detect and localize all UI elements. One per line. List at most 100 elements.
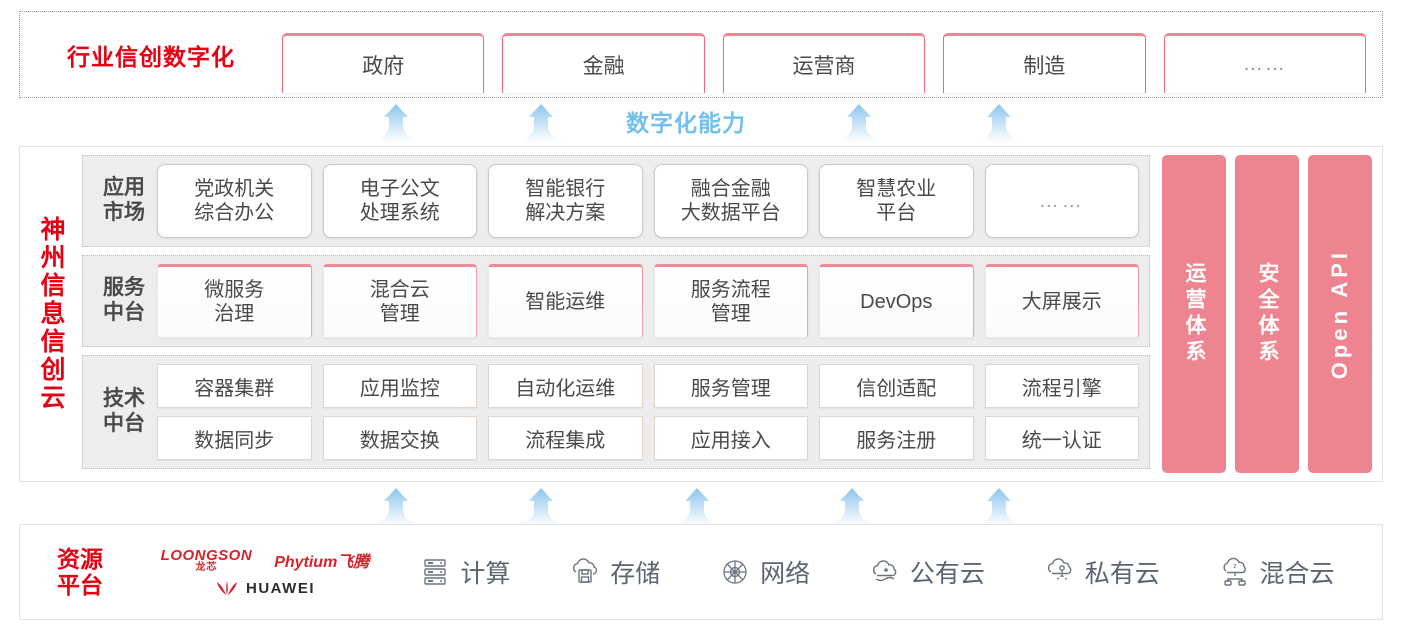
up-arrow-icon [836, 104, 882, 142]
public-cloud-icon [869, 556, 901, 588]
layer-application-market: 应用 市场 党政机关 综合办公 电子公文 [82, 155, 1150, 247]
industry-card-manufacturing[interactable]: 制造 [943, 33, 1146, 93]
industry-card-finance[interactable]: 金融 [502, 33, 705, 93]
up-arrow-icon [373, 104, 419, 142]
layer-label-line2: 市场 [103, 201, 145, 224]
industry-card-telecom[interactable]: 运营商 [722, 33, 926, 93]
tech-card-data-sync[interactable]: 数据同步 [157, 416, 312, 460]
resource-platform-title: 资源 平台 [20, 546, 140, 599]
layer-service-platform: 服务 中台 微服务 治理 混合云 管 [82, 255, 1150, 347]
capability-arrow-band-top: 数字化能力 [0, 100, 1402, 142]
app-card-line1: 智慧农业 [856, 178, 937, 200]
app-card-line1: 党政机关 [194, 178, 275, 200]
app-card-finance-bigdata[interactable]: 融合金融 大数据平台 [653, 164, 808, 238]
resource-arrow-band [0, 484, 1402, 526]
service-card-intelligent-ops[interactable]: 智能运维 [488, 264, 643, 338]
tech-card-unified-auth[interactable]: 统一认证 [984, 416, 1139, 460]
loongson-logo: LOONGSON 龙芯 [161, 548, 253, 573]
layer-stack: 应用 市场 党政机关 综合办公 电子公文 [82, 155, 1150, 473]
up-arrow-icon [518, 104, 564, 142]
service-card-list: 微服务 治理 混合云 管理 智能运维 [157, 264, 1139, 338]
tech-card-service-management[interactable]: 服务管理 [653, 364, 808, 408]
app-card-smart-agriculture[interactable]: 智慧农业 平台 [819, 164, 974, 238]
side-bar-security-system[interactable]: 安全体系 [1235, 155, 1299, 473]
resource-title-line2: 平台 [57, 572, 103, 598]
resource-item-private-cloud[interactable]: 私有云 [1044, 554, 1160, 590]
technology-card-grid: 容器集群 应用监控 自动化运维 服务管理 信创适配 流程引擎 数据同步 数据交换… [157, 364, 1139, 460]
resource-item-list: 计算 存储 [390, 554, 1382, 590]
layer-label-line2: 中台 [103, 301, 145, 324]
app-card-line2: 解决方案 [525, 202, 606, 224]
service-card-hybrid-cloud-management[interactable]: 混合云 管理 [322, 264, 477, 338]
up-arrow-icon [373, 488, 419, 526]
tech-card-process-integration[interactable]: 流程集成 [488, 416, 643, 460]
tech-card-app-monitoring[interactable]: 应用监控 [322, 364, 477, 408]
cloud-platform-panel: 神州信息信创云 应用 市场 党政机关 综合办公 [19, 146, 1383, 482]
service-card-line1: 微服务 [204, 279, 265, 301]
layer-label-line1: 应用 [103, 176, 145, 200]
resource-item-label: 公有云 [909, 560, 985, 588]
side-bar-operations-system[interactable]: 运营体系 [1162, 155, 1226, 473]
industry-band: 行业信创数字化 政府 金融 运营商 制造 …… [19, 11, 1383, 98]
layer-label-line1: 服务 [103, 276, 145, 300]
industry-card-government[interactable]: 政府 [282, 33, 485, 93]
up-arrow-icon [829, 488, 875, 526]
layer-label-line2: 中台 [103, 412, 145, 435]
service-card-microservice-governance[interactable]: 微服务 治理 [157, 264, 312, 338]
resource-item-public-cloud[interactable]: 公有云 [869, 554, 985, 590]
app-card-smart-bank[interactable]: 智能银行 解决方案 [488, 164, 643, 238]
industry-band-title: 行业信创数字化 [67, 43, 235, 70]
side-bar-label: 安全体系 [1256, 262, 1279, 366]
resource-item-hybrid-cloud[interactable]: z 混合云 [1219, 554, 1335, 590]
hybrid-cloud-icon: z [1219, 556, 1251, 588]
vendor-logo-list: LOONGSON 龙芯 Phytium飞腾 [140, 548, 390, 597]
tech-card-process-engine[interactable]: 流程引擎 [984, 364, 1139, 408]
tech-card-xinchuang-adaptation[interactable]: 信创适配 [819, 364, 974, 408]
side-bar-label: Open API [1327, 248, 1352, 380]
huawei-logo-text: HUAWEI [246, 579, 315, 597]
tech-card-automated-ops[interactable]: 自动化运维 [488, 364, 643, 408]
app-card-line1: 融合金融 [690, 178, 771, 200]
huawei-logo: HUAWEI [215, 580, 315, 597]
service-card-line1: 智能运维 [525, 291, 606, 313]
industry-card-more[interactable]: …… [1163, 33, 1367, 93]
up-arrow-icon [674, 488, 720, 526]
resource-title-line1: 资源 [57, 545, 103, 572]
service-card-service-process-management[interactable]: 服务流程 管理 [653, 264, 808, 338]
side-bar-open-api[interactable]: Open API [1308, 155, 1372, 473]
tech-card-service-registry[interactable]: 服务注册 [819, 416, 974, 460]
resource-item-label: 混合云 [1259, 560, 1335, 588]
tech-card-data-exchange[interactable]: 数据交换 [322, 416, 477, 460]
application-card-list: 党政机关 综合办公 电子公文 处理系统 智能银行 [157, 164, 1139, 238]
side-bar-label: 运营体系 [1183, 262, 1206, 366]
layer-label-technology-platform: 技术 中台 [91, 387, 157, 437]
network-icon [719, 556, 751, 588]
up-arrow-icon [518, 488, 564, 526]
app-card-edoc-system[interactable]: 电子公文 处理系统 [322, 164, 477, 238]
cloud-storage-icon [569, 556, 601, 588]
tech-card-app-access[interactable]: 应用接入 [653, 416, 808, 460]
cloud-platform-title-text: 神州信息信创云 [37, 216, 65, 412]
phytium-logo: Phytium飞腾 [274, 554, 370, 571]
service-card-line1: 混合云 [369, 279, 430, 301]
server-icon [419, 556, 451, 588]
service-card-devops[interactable]: DevOps [819, 264, 974, 338]
resource-item-label: 网络 [760, 560, 811, 588]
app-card-more[interactable]: …… [984, 164, 1139, 238]
service-card-line2: 管理 [710, 303, 751, 325]
app-card-government-office[interactable]: 党政机关 综合办公 [157, 164, 312, 238]
app-card-line2: 综合办公 [194, 202, 275, 224]
up-arrow-icon [976, 488, 1022, 526]
industry-card-list: 政府 金融 运营商 制造 …… [282, 12, 1382, 97]
tech-card-container-cluster[interactable]: 容器集群 [157, 364, 312, 408]
resource-item-label: 存储 [610, 560, 661, 588]
service-card-dashboard-display[interactable]: 大屏展示 [984, 264, 1139, 338]
resource-item-compute[interactable]: 计算 [419, 554, 510, 590]
resource-item-storage[interactable]: 存储 [569, 554, 660, 590]
loongson-logo-en: LOONGSON [160, 546, 253, 564]
private-cloud-icon [1044, 556, 1076, 588]
resource-item-label: 私有云 [1084, 560, 1160, 588]
resource-item-network[interactable]: 网络 [719, 554, 810, 590]
app-card-line2: 大数据平台 [680, 202, 781, 224]
